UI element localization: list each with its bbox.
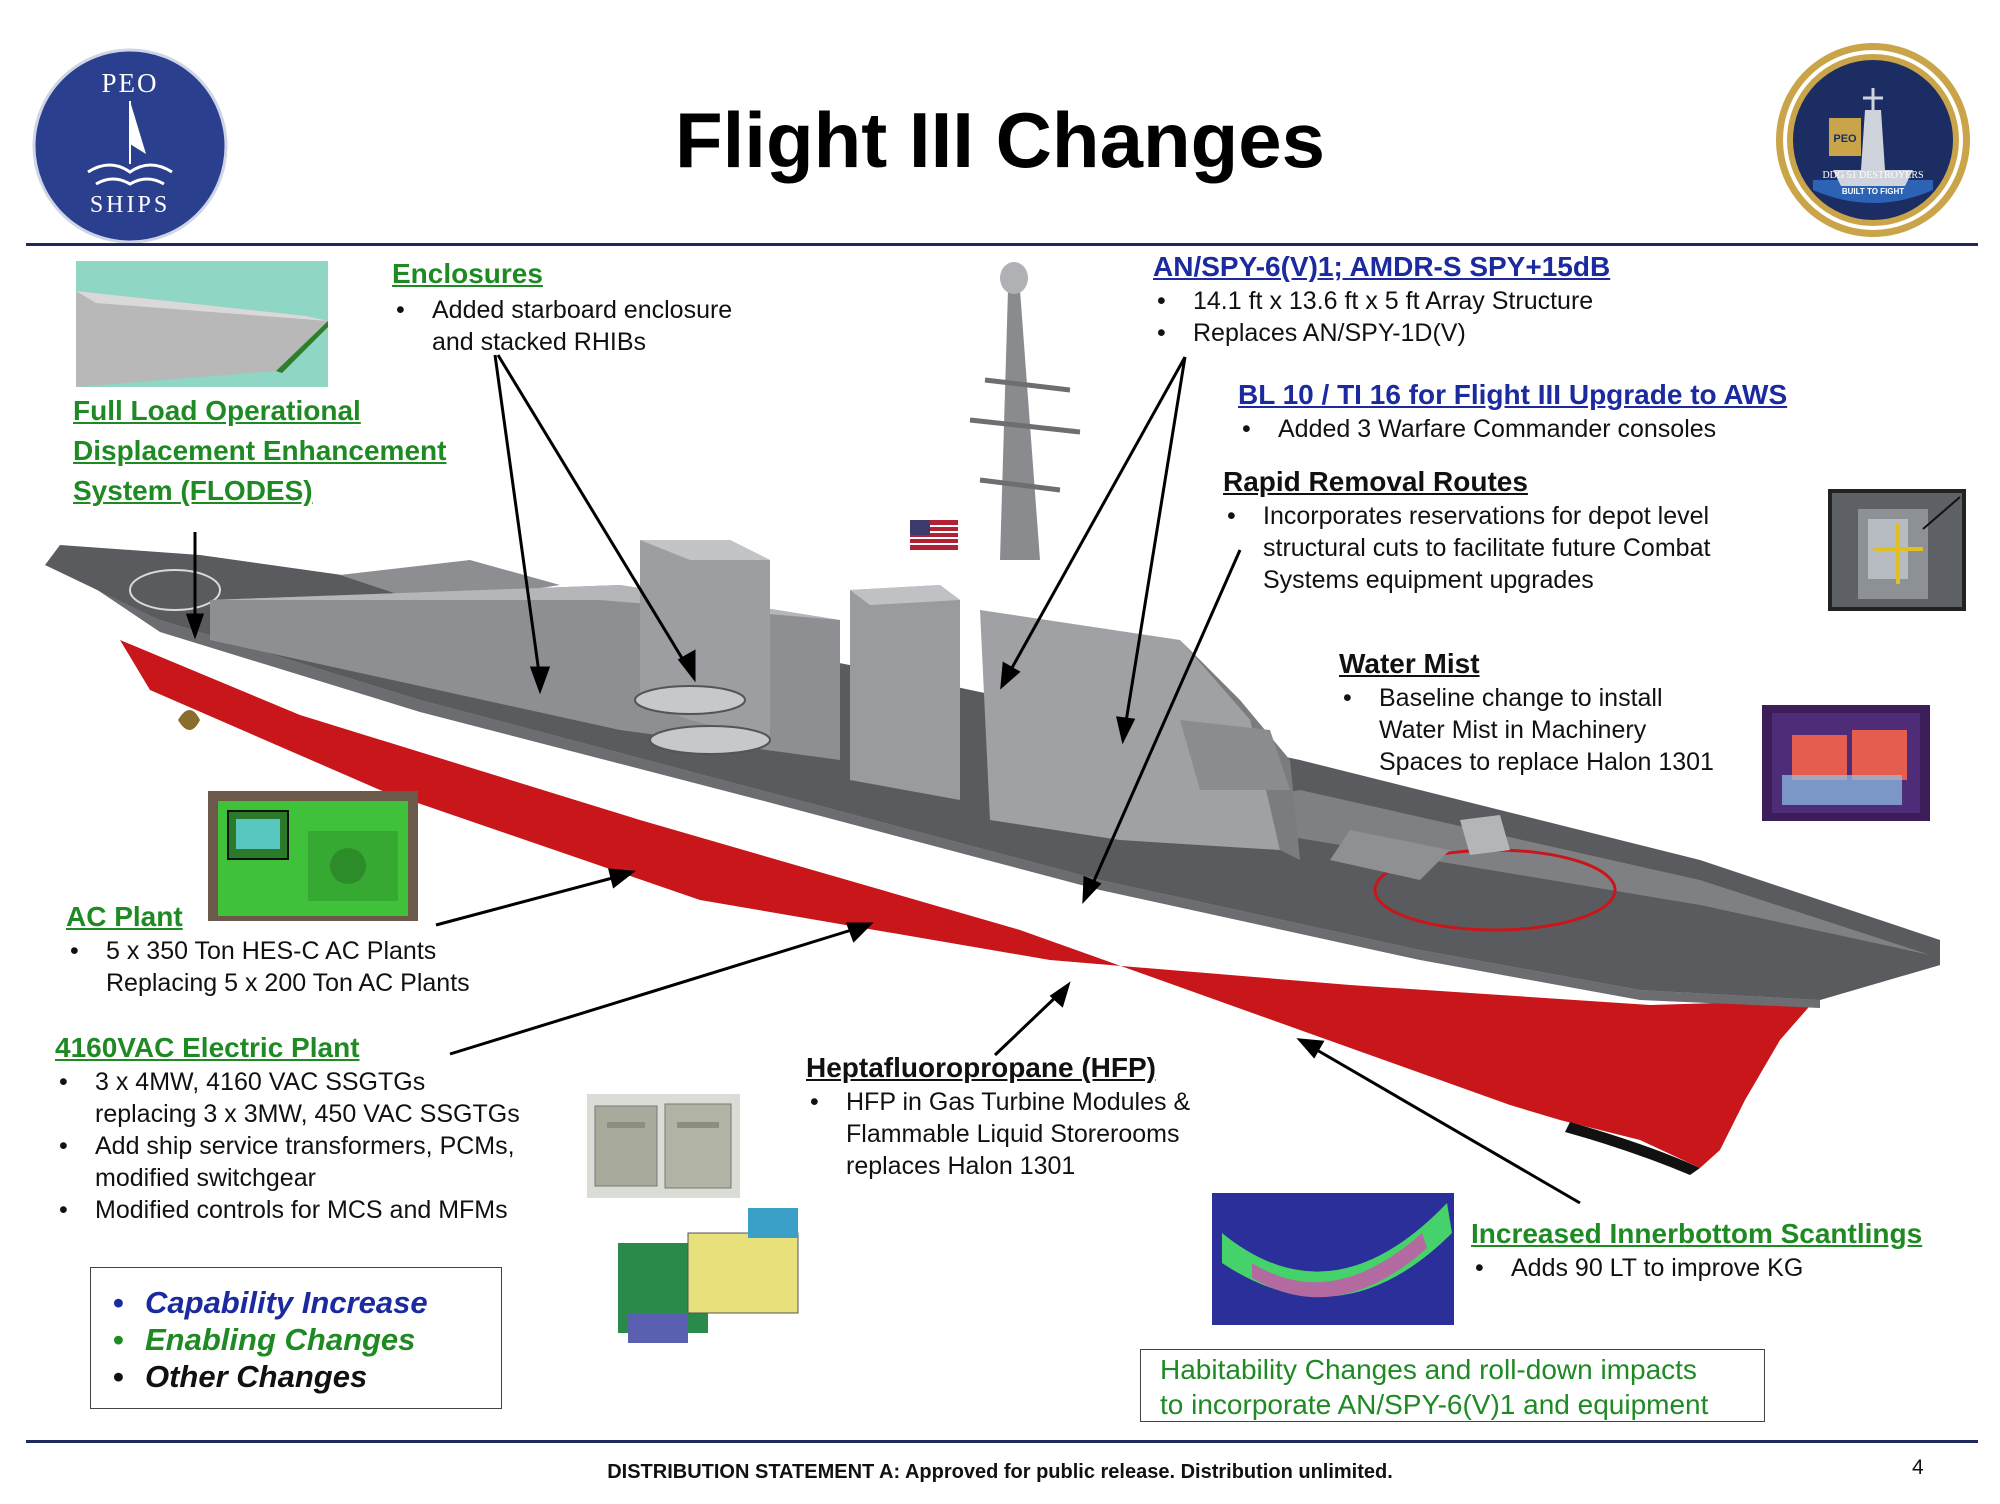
rapid-removal-callout: Rapid Removal Routes Incorporates reserv… <box>1223 466 1710 596</box>
transformer-image <box>587 1094 740 1198</box>
water-mist-heading: Water Mist <box>1339 648 1480 679</box>
electric-plant-bullet-cont: modified switchgear <box>95 1164 316 1192</box>
peo-text: PEO <box>101 68 158 98</box>
flodes-heading-line-2: Displacement Enhancement <box>73 435 447 466</box>
ddg51-logo: PEO DDG 51 DESTROYERS BUILT TO FIGHT <box>1776 43 1970 237</box>
water-mist-bullet: Baseline change to install <box>1339 682 1714 714</box>
ships-text: SHIPS <box>90 192 170 218</box>
flodes-heading-line-1: Full Load Operational <box>73 395 361 426</box>
water-mist-image <box>1762 705 1930 821</box>
rapid-removal-image <box>1828 489 1966 611</box>
electric-plant-heading: 4160VAC Electric Plant <box>55 1032 360 1063</box>
rapid-removal-bullet: Incorporates reservations for depot leve… <box>1223 500 1710 532</box>
electric-plant-bullet: 3 x 4MW, 4160 VAC SSGTGs <box>55 1066 520 1098</box>
water-mist-callout: Water Mist Baseline change to install Wa… <box>1339 648 1714 778</box>
flodes-heading-line-3: System (FLODES) <box>73 475 313 506</box>
ac-plant-image <box>208 791 418 921</box>
ac-plant-heading: AC Plant <box>66 901 183 932</box>
enclosures-callout: Enclosures Added starboard enclosure and… <box>392 258 732 358</box>
footer-rule <box>26 1440 1978 1443</box>
hfp-heading: Heptafluoropropane (HFP) <box>806 1052 1156 1083</box>
legend-other: Other Changes <box>107 1358 501 1395</box>
spy6-bullet: Replaces AN/SPY-1D(V) <box>1153 317 1610 349</box>
legend-enabling: Enabling Changes <box>107 1321 501 1358</box>
electric-plant-bullet: Modified controls for MCS and MFMs <box>55 1194 520 1226</box>
bl10-bullet: Added 3 Warfare Commander consoles <box>1238 413 1787 445</box>
legend-box: Capability Increase Enabling Changes Oth… <box>90 1267 502 1409</box>
hfp-bullet: HFP in Gas Turbine Modules & <box>806 1086 1190 1118</box>
generator-image <box>598 1203 810 1350</box>
distribution-statement: DISTRIBUTION STATEMENT A: Approved for p… <box>607 1461 1393 1483</box>
innerbottom-callout: Increased Innerbottom Scantlings Adds 90… <box>1471 1218 1922 1284</box>
hfp-bullet-cont: Flammable Liquid Storerooms <box>846 1120 1180 1148</box>
ddg51-text: DDG 51 DESTROYERS <box>1822 170 1923 181</box>
ac-plant-bullet: 5 x 350 Ton HES-C AC Plants <box>66 935 470 967</box>
ac-plant-callout: AC Plant 5 x 350 Ton HES-C AC Plants Rep… <box>66 901 470 999</box>
spy6-heading: AN/SPY-6(V)1; AMDR-S SPY+15dB <box>1153 251 1611 282</box>
legend-capability: Capability Increase <box>107 1284 501 1321</box>
electric-plant-bullet: Add ship service transformers, PCMs, <box>55 1130 520 1162</box>
page-title: Flight III Changes <box>674 96 1325 184</box>
innerbottom-heading: Increased Innerbottom Scantlings <box>1471 1218 1923 1249</box>
flodes-image <box>76 261 328 387</box>
ac-plant-bullet-cont: Replacing 5 x 200 Ton AC Plants <box>106 969 470 997</box>
peo-badge-text: PEO <box>1833 133 1857 145</box>
innerbottom-bullet: Adds 90 LT to improve KG <box>1471 1252 1922 1284</box>
spy6-bullet: 14.1 ft x 13.6 ft x 5 ft Array Structure <box>1153 285 1610 317</box>
rapid-removal-heading: Rapid Removal Routes <box>1223 466 1528 497</box>
enclosures-heading: Enclosures <box>392 258 543 289</box>
rapid-removal-bullet-cont: structural cuts to facilitate future Com… <box>1263 534 1711 562</box>
page-number: 4 <box>1912 1456 1924 1479</box>
peo-ships-logo: PEO SHIPS <box>32 48 228 244</box>
habitability-line-1: Habitability Changes and roll-down impac… <box>1160 1354 1697 1385</box>
electric-plant-bullet-cont: replacing 3 x 3MW, 450 VAC SSGTGs <box>95 1100 520 1128</box>
enclosures-bullet-cont: and stacked RHIBs <box>432 328 646 356</box>
innerbottom-image <box>1212 1193 1454 1325</box>
bl10-heading: BL 10 / TI 16 for Flight III Upgrade to … <box>1238 379 1788 410</box>
header-rule <box>26 243 1978 246</box>
built-to-fight-text: BUILT TO FIGHT <box>1842 187 1904 196</box>
habitability-box: Habitability Changes and roll-down impac… <box>1140 1349 1765 1422</box>
water-mist-bullet-cont: Water Mist in Machinery <box>1379 716 1647 744</box>
spy6-callout: AN/SPY-6(V)1; AMDR-S SPY+15dB 14.1 ft x … <box>1153 251 1610 349</box>
habitability-line-2: to incorporate AN/SPY-6(V)1 and equipmen… <box>1160 1389 1709 1420</box>
hfp-bullet-cont: replaces Halon 1301 <box>846 1152 1076 1180</box>
electric-plant-callout: 4160VAC Electric Plant 3 x 4MW, 4160 VAC… <box>55 1032 520 1226</box>
flodes-callout: Full Load Operational Displacement Enhan… <box>73 391 446 511</box>
enclosures-bullet: Added starboard enclosure <box>392 294 732 326</box>
water-mist-bullet-cont: Spaces to replace Halon 1301 <box>1379 748 1714 776</box>
bl10-callout: BL 10 / TI 16 for Flight III Upgrade to … <box>1238 379 1787 445</box>
hfp-callout: Heptafluoropropane (HFP) HFP in Gas Turb… <box>806 1052 1190 1182</box>
rapid-removal-bullet-cont: Systems equipment upgrades <box>1263 566 1594 594</box>
